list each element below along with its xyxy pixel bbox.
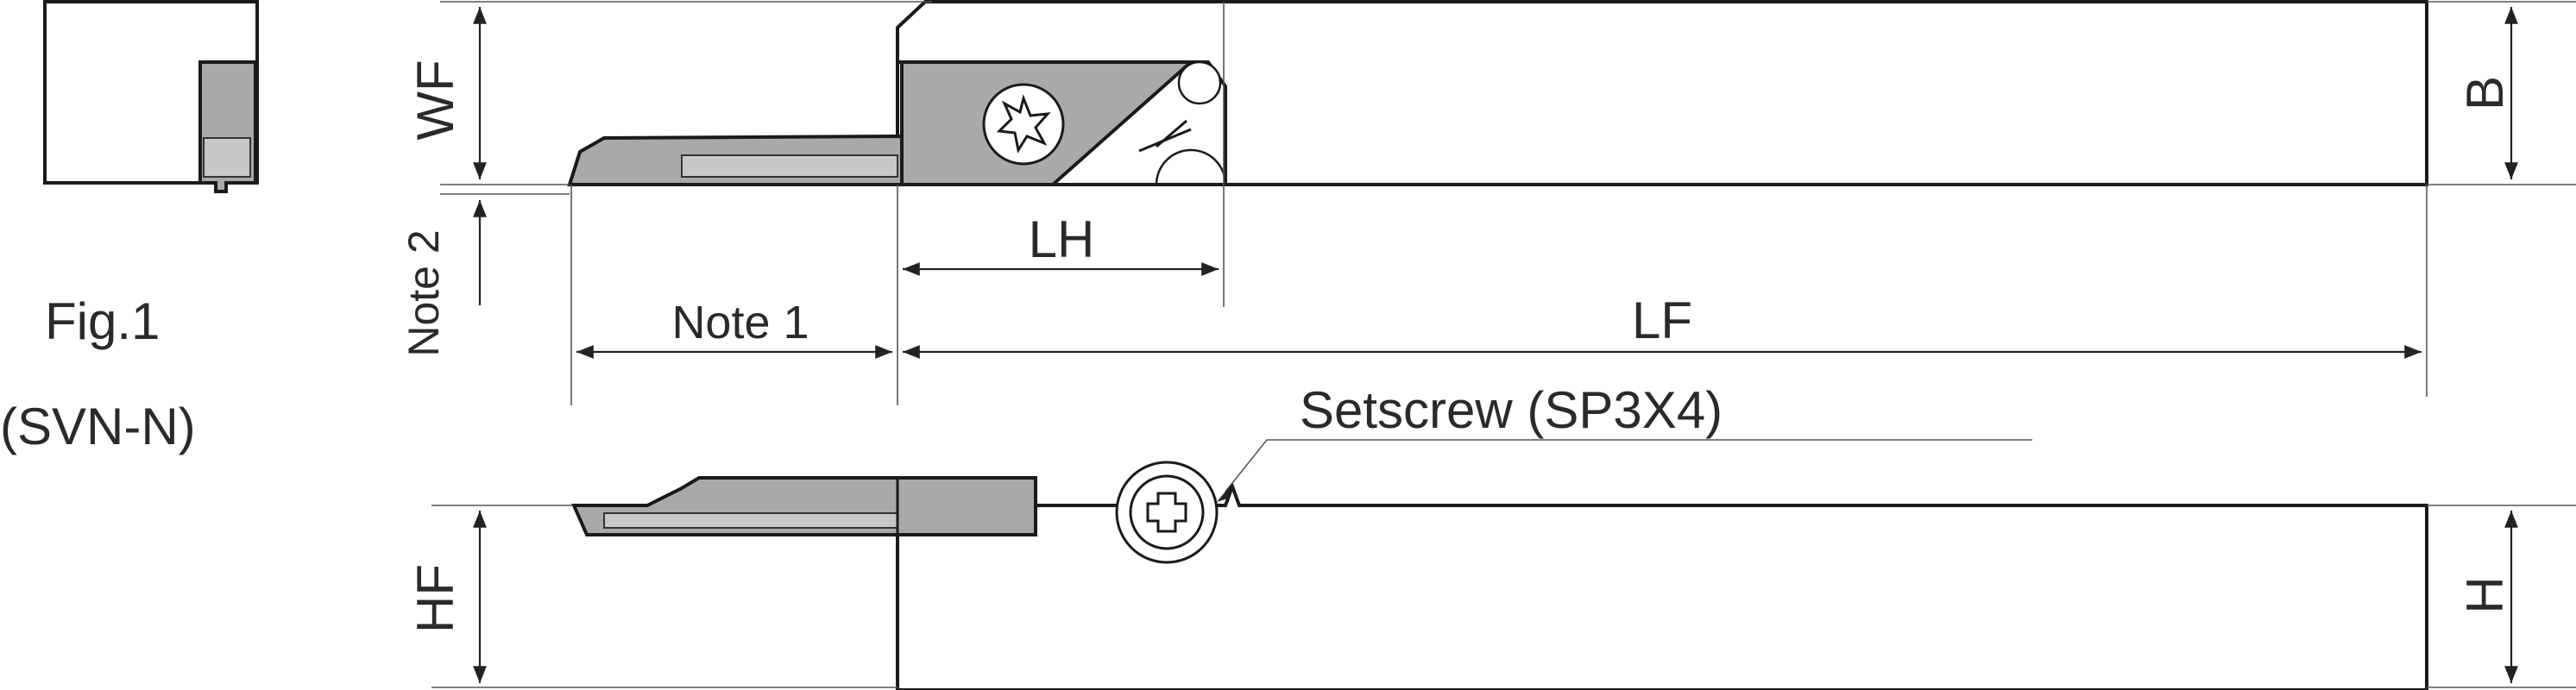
note2-label: Note 2 xyxy=(400,229,448,356)
setscrew-label: Setscrew (SP3X4) xyxy=(1300,381,1723,439)
side-bar-groove xyxy=(603,512,898,529)
top-bar-groove xyxy=(681,154,898,178)
end-view xyxy=(43,0,259,193)
top-view xyxy=(567,0,2428,307)
lf-label: LF xyxy=(1632,292,1692,349)
side-shank xyxy=(896,481,2428,690)
setscrew-leader xyxy=(1225,439,2032,492)
end-view-insert-edge xyxy=(203,137,251,178)
h-label: H xyxy=(2456,576,2514,613)
torx-star-icon xyxy=(996,94,1051,154)
b-label: B xyxy=(2456,76,2514,110)
top-hole-icon xyxy=(1177,60,1222,105)
figure-label: Fig.1 xyxy=(45,292,160,350)
side-view xyxy=(570,461,2428,690)
wf-label: WF xyxy=(406,60,464,140)
note1-label: Note 1 xyxy=(671,297,809,348)
lh-label: LH xyxy=(1029,210,1095,268)
hf-label: HF xyxy=(406,564,464,633)
figure-model: (SVN-N) xyxy=(0,398,196,455)
setscrew-cross-icon xyxy=(1146,492,1187,533)
